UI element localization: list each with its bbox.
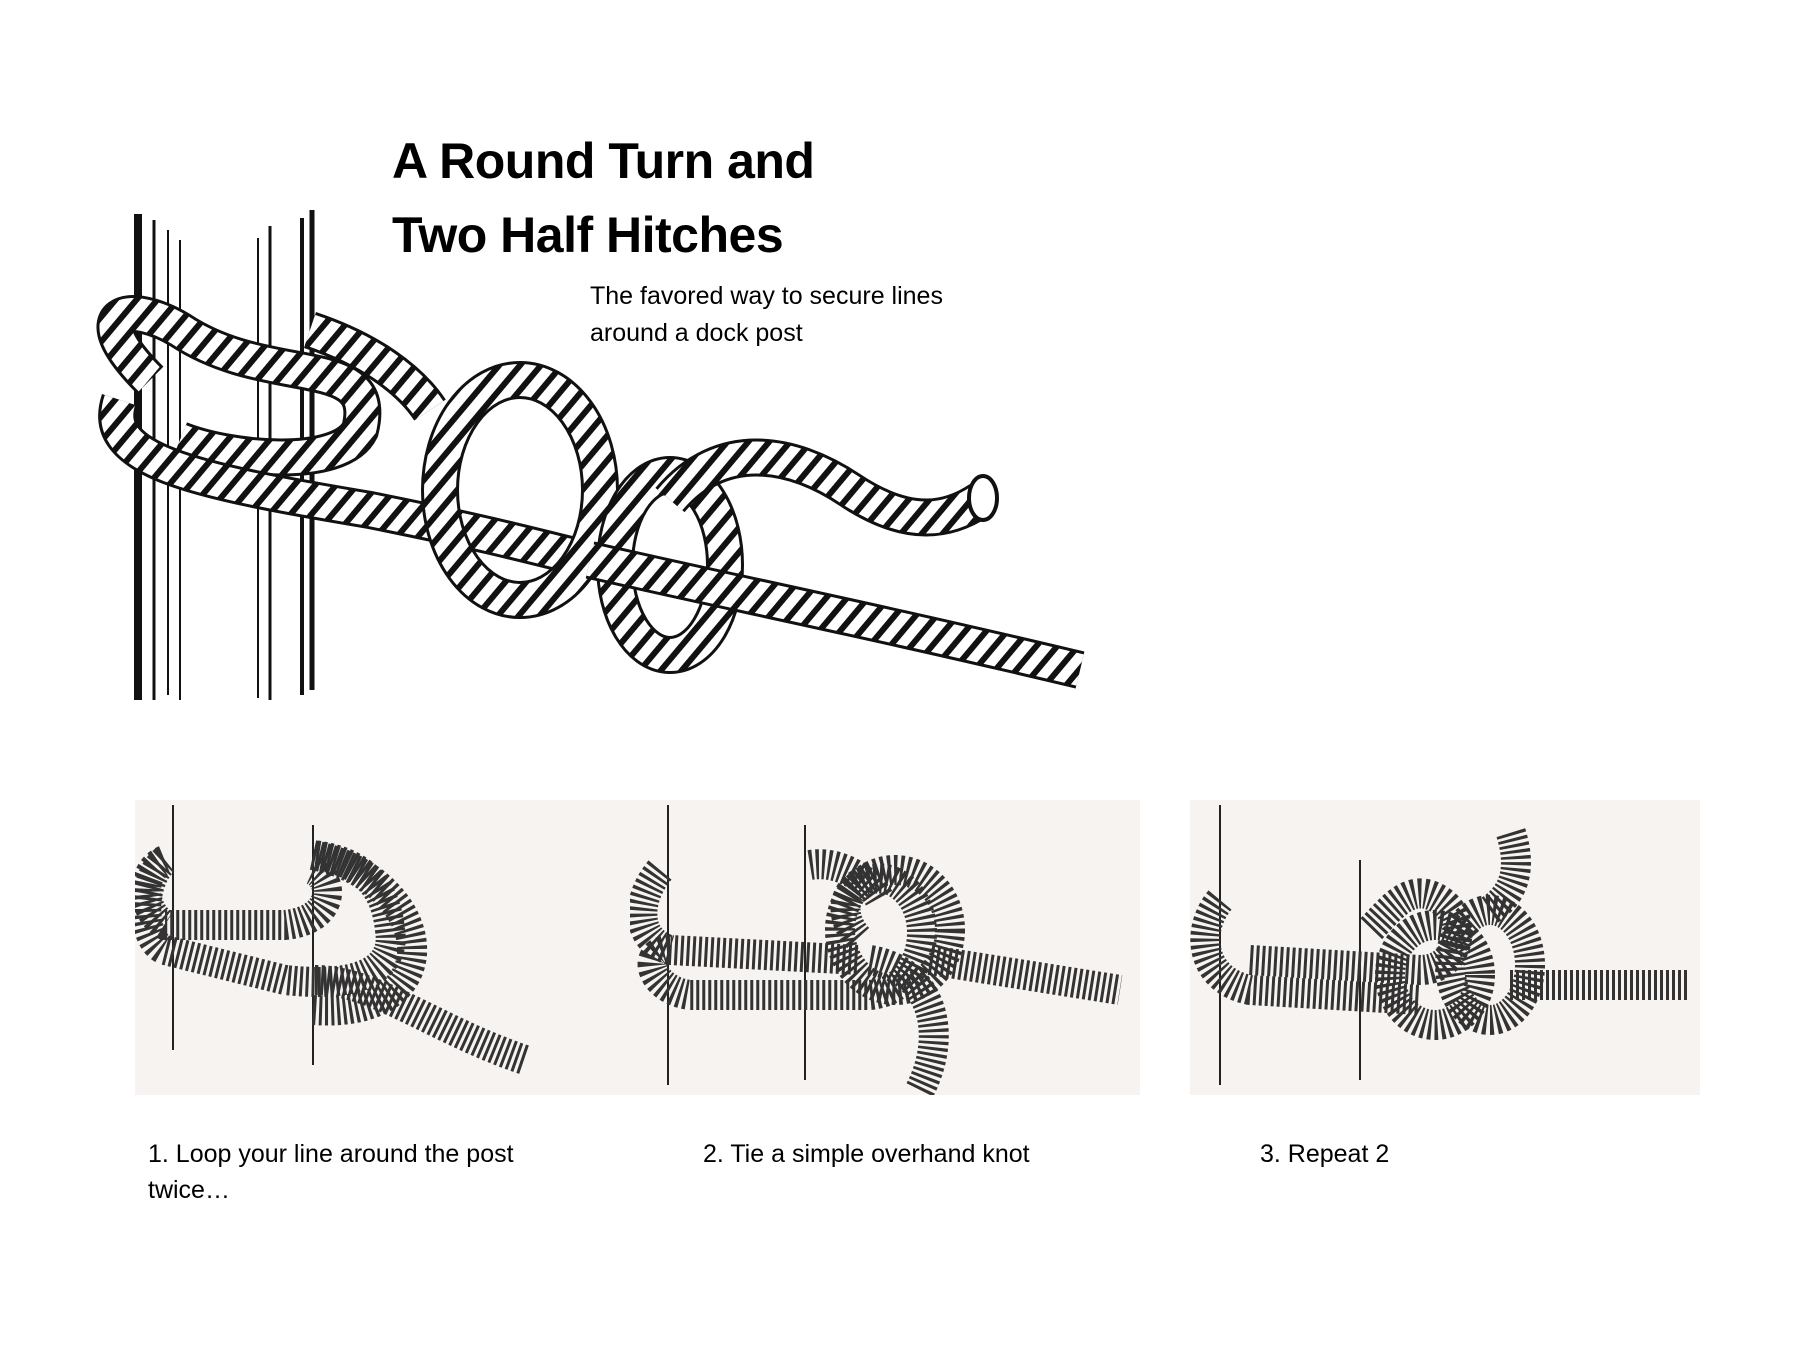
step-1-caption: 1. Loop your line around the post twice…: [148, 1140, 514, 1204]
title-line-2: Two Half Hitches: [392, 207, 784, 263]
step-2-illustration: [630, 800, 1140, 1095]
page-subtitle: The favored way to secure lines around a…: [590, 278, 943, 352]
knot-illustration: [96, 210, 1085, 700]
title-line-1: A Round Turn and: [392, 133, 815, 189]
step-3-illustration: [1190, 800, 1700, 1095]
step-3-caption: 3. Repeat 2: [1260, 1140, 1390, 1168]
rope: [96, 295, 1085, 689]
page-title: A Round Turn and Two Half Hitches: [392, 124, 815, 272]
step-2-caption: 2. Tie a simple overhand knot: [703, 1140, 1030, 1168]
step-1-illustration: [135, 800, 645, 1095]
subtitle-line-2: around a dock post: [590, 319, 803, 347]
subtitle-line-1: The favored way to secure lines: [590, 282, 943, 310]
